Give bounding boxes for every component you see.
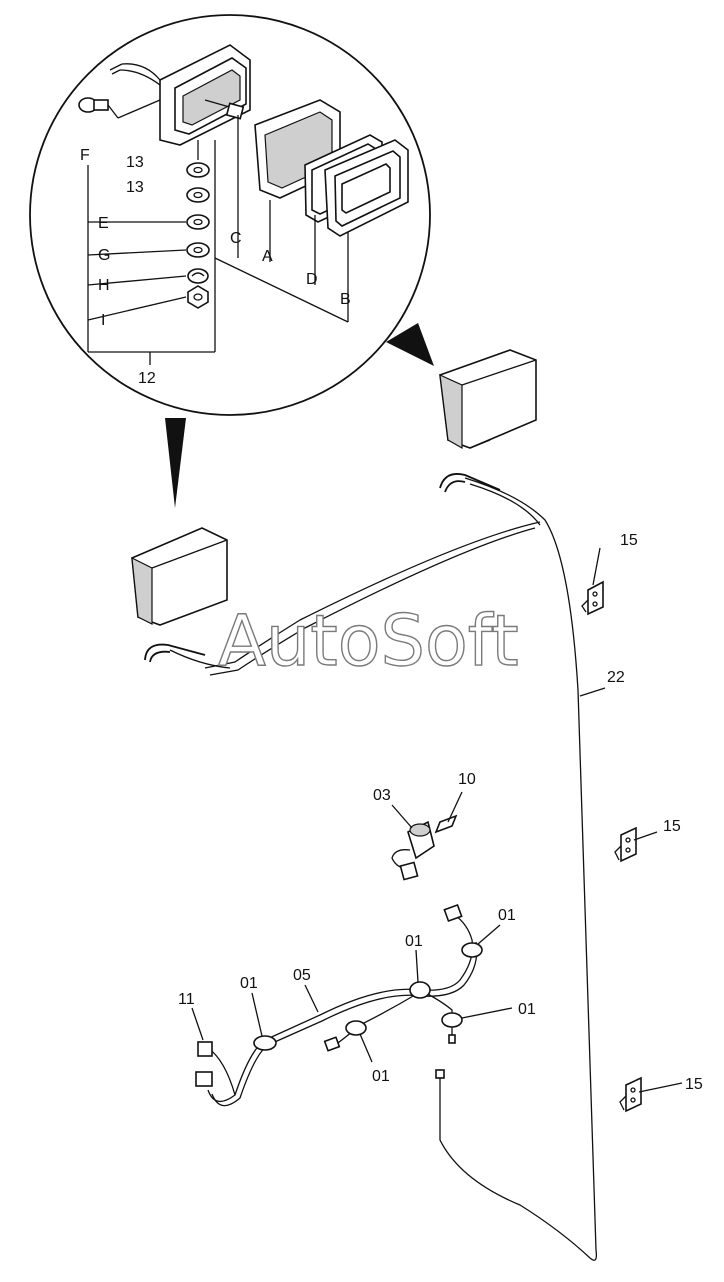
rim-part-b: [324, 139, 409, 237]
callout-22: 22: [607, 669, 625, 686]
pointer-arrow-down: [165, 418, 186, 508]
callout-e: E: [98, 215, 109, 232]
bracket-left: [144, 643, 206, 663]
leader-lines-bottom: [191, 547, 683, 1093]
harness-05: [195, 903, 483, 1107]
watermark: AutoSoft: [218, 600, 519, 682]
callout-b: B: [340, 291, 351, 308]
callout-15-bottom: 15: [685, 1076, 703, 1093]
washer-stack: [186, 162, 210, 309]
callout-15-middle: 15: [663, 818, 681, 835]
leader-lines-detail: [87, 115, 349, 365]
harness-22: [169, 477, 598, 1261]
mounting-plate-15-c: [619, 1076, 642, 1113]
callout-12: 12: [138, 370, 156, 387]
callout-h: H: [98, 277, 110, 294]
callout-11: 11: [178, 991, 195, 1008]
bracket-right: [439, 473, 501, 493]
callout-05: 05: [293, 967, 311, 984]
callout-a: A: [262, 248, 273, 265]
callout-01-top-right: 01: [498, 907, 516, 924]
callout-c: C: [230, 230, 242, 247]
mounting-plate-15-a: [581, 580, 604, 616]
callout-d: D: [306, 271, 318, 288]
callout-01-bottom: 01: [372, 1068, 390, 1085]
callout-13-upper: 13: [126, 154, 144, 171]
callout-10: 10: [458, 771, 476, 788]
bolt-part-f: [78, 97, 161, 119]
label-plate-10: [434, 814, 458, 834]
callout-03: 03: [373, 787, 391, 804]
lamp-left: [131, 527, 228, 626]
detail-circle: [29, 14, 431, 416]
callout-01-left: 01: [240, 975, 258, 992]
callout-i: I: [101, 312, 105, 329]
callout-01-center: 01: [405, 933, 423, 950]
callout-15-top: 15: [620, 532, 638, 549]
pointer-arrow-right: [386, 323, 434, 366]
switch-part-03: [391, 820, 435, 881]
lamp-housing-detail: [109, 44, 251, 146]
callout-13-lower: 13: [126, 179, 144, 196]
mounting-plate-15-b: [614, 826, 637, 863]
callout-g: G: [98, 247, 110, 264]
callout-f: F: [80, 147, 90, 164]
callout-01-right: 01: [518, 1001, 536, 1018]
lamp-upper-right: [439, 349, 537, 450]
